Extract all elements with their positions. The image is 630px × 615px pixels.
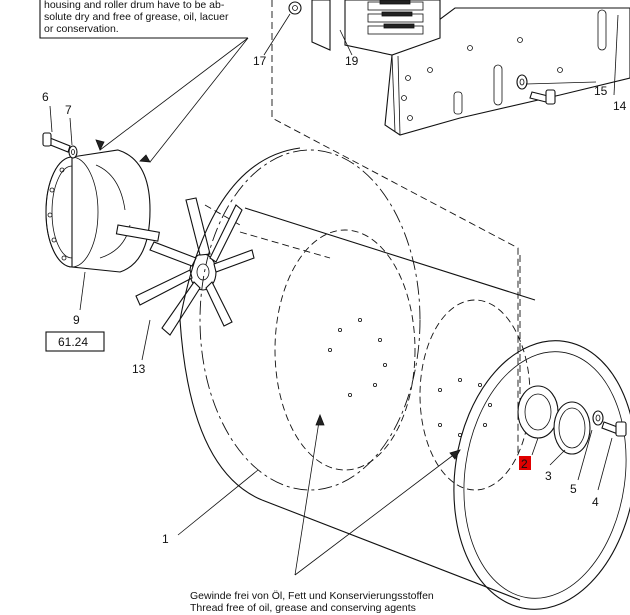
top-note: housing and roller drum have to be ab- s… [39, 0, 249, 163]
bottom-note: Gewinde frei von Öl, Fett und Konservier… [190, 590, 434, 614]
washer-15 [516, 74, 528, 90]
fan-13 [135, 197, 255, 336]
callout-2: 2 [521, 457, 528, 471]
note-leader-a [99, 37, 249, 151]
washer-5 [592, 410, 604, 426]
callout-3: 3 [545, 469, 552, 483]
reference-box-frame [45, 331, 105, 352]
callout-13: 13 [132, 362, 146, 376]
cover-plate-3 [553, 401, 591, 455]
callout-5: 5 [570, 482, 577, 496]
bolt-4 [601, 421, 627, 437]
callout-14: 14 [613, 99, 627, 113]
washer-7 [68, 145, 78, 159]
bottom-note-line-1: Gewinde frei von Öl, Fett und Konservier… [190, 590, 434, 602]
callout-15: 15 [594, 84, 608, 98]
callout-4: 4 [592, 495, 599, 509]
note-leader-b [149, 37, 249, 163]
arrowhead-a [95, 139, 105, 151]
motor-housing-9 [42, 132, 160, 273]
bracket-plate [384, 7, 630, 136]
flange-ring-2 [517, 385, 559, 439]
reference-box: 61.24 [45, 331, 105, 352]
roller-drum-1 [179, 147, 630, 610]
top-note-frame [39, 0, 248, 39]
callout-6: 6 [42, 90, 49, 104]
top-note-line-3: or conservation. [44, 23, 119, 35]
bottom-note-line-2: Thread free of oil, grease and conservin… [190, 602, 416, 614]
callout-7: 7 [65, 103, 72, 117]
callout-1: 1 [162, 532, 169, 546]
bolt-17 [288, 1, 302, 15]
callout-2-highlight [519, 456, 531, 470]
top-note-line-2: solute dry and free of grease, oil, lacu… [44, 11, 229, 23]
rubber-mount-19 [288, 0, 441, 56]
arrowhead-b [139, 154, 151, 163]
callout-9: 9 [73, 313, 80, 327]
leader-lines [49, 13, 619, 576]
callout-19: 19 [345, 54, 359, 68]
drum-inner-holes [327, 317, 492, 437]
callout-17: 17 [253, 54, 267, 68]
reference-box-label: 61.24 [58, 335, 88, 349]
top-note-line-1: housing and roller drum have to be ab- [44, 0, 225, 11]
